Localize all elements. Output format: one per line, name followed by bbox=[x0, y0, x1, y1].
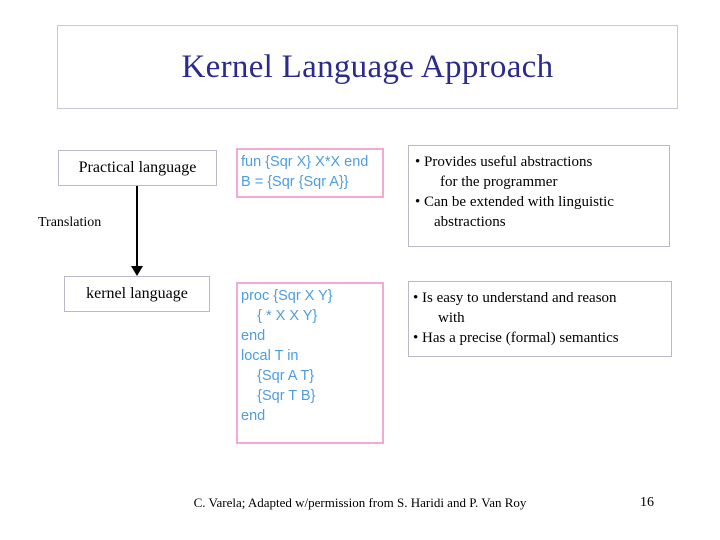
list-item: abstractions bbox=[434, 214, 506, 230]
list-item: • Has a precise (formal) semantics bbox=[413, 330, 619, 346]
kernel-language-label: kernel language bbox=[86, 285, 188, 302]
kernel-code-text: proc {Sqr X Y} { * X X Y} end local T in… bbox=[241, 288, 333, 424]
list-item: • Provides useful abstractions bbox=[415, 154, 593, 170]
practical-benefits-box: • Provides useful abstractions for the p… bbox=[408, 145, 670, 247]
practical-language-box: Practical language bbox=[58, 150, 217, 186]
list-item: for the programmer bbox=[440, 174, 558, 190]
practical-code-text: fun {Sqr X} X*X end B = {Sqr {Sqr A}} bbox=[241, 154, 369, 190]
page-title: Kernel Language Approach bbox=[181, 48, 554, 85]
translation-arrow-line bbox=[136, 186, 138, 268]
page-number: 16 bbox=[640, 495, 654, 510]
list-item: with bbox=[438, 310, 465, 326]
translation-label: Translation bbox=[38, 215, 102, 230]
kernel-language-box: kernel language bbox=[64, 276, 210, 312]
kernel-code-box bbox=[236, 282, 384, 444]
list-item: • Is easy to understand and reason bbox=[413, 290, 617, 306]
footer-credit: C. Varela; Adapted w/permission from S. … bbox=[193, 495, 527, 510]
title-box: Kernel Language Approach bbox=[57, 25, 678, 109]
practical-language-label: Practical language bbox=[78, 159, 197, 176]
list-item: • Can be extended with linguistic bbox=[415, 194, 614, 210]
translation-arrow-head-icon bbox=[131, 266, 143, 276]
kernel-benefits-box: • Is easy to understand and reason with … bbox=[408, 281, 672, 357]
practical-code-box bbox=[236, 148, 384, 198]
